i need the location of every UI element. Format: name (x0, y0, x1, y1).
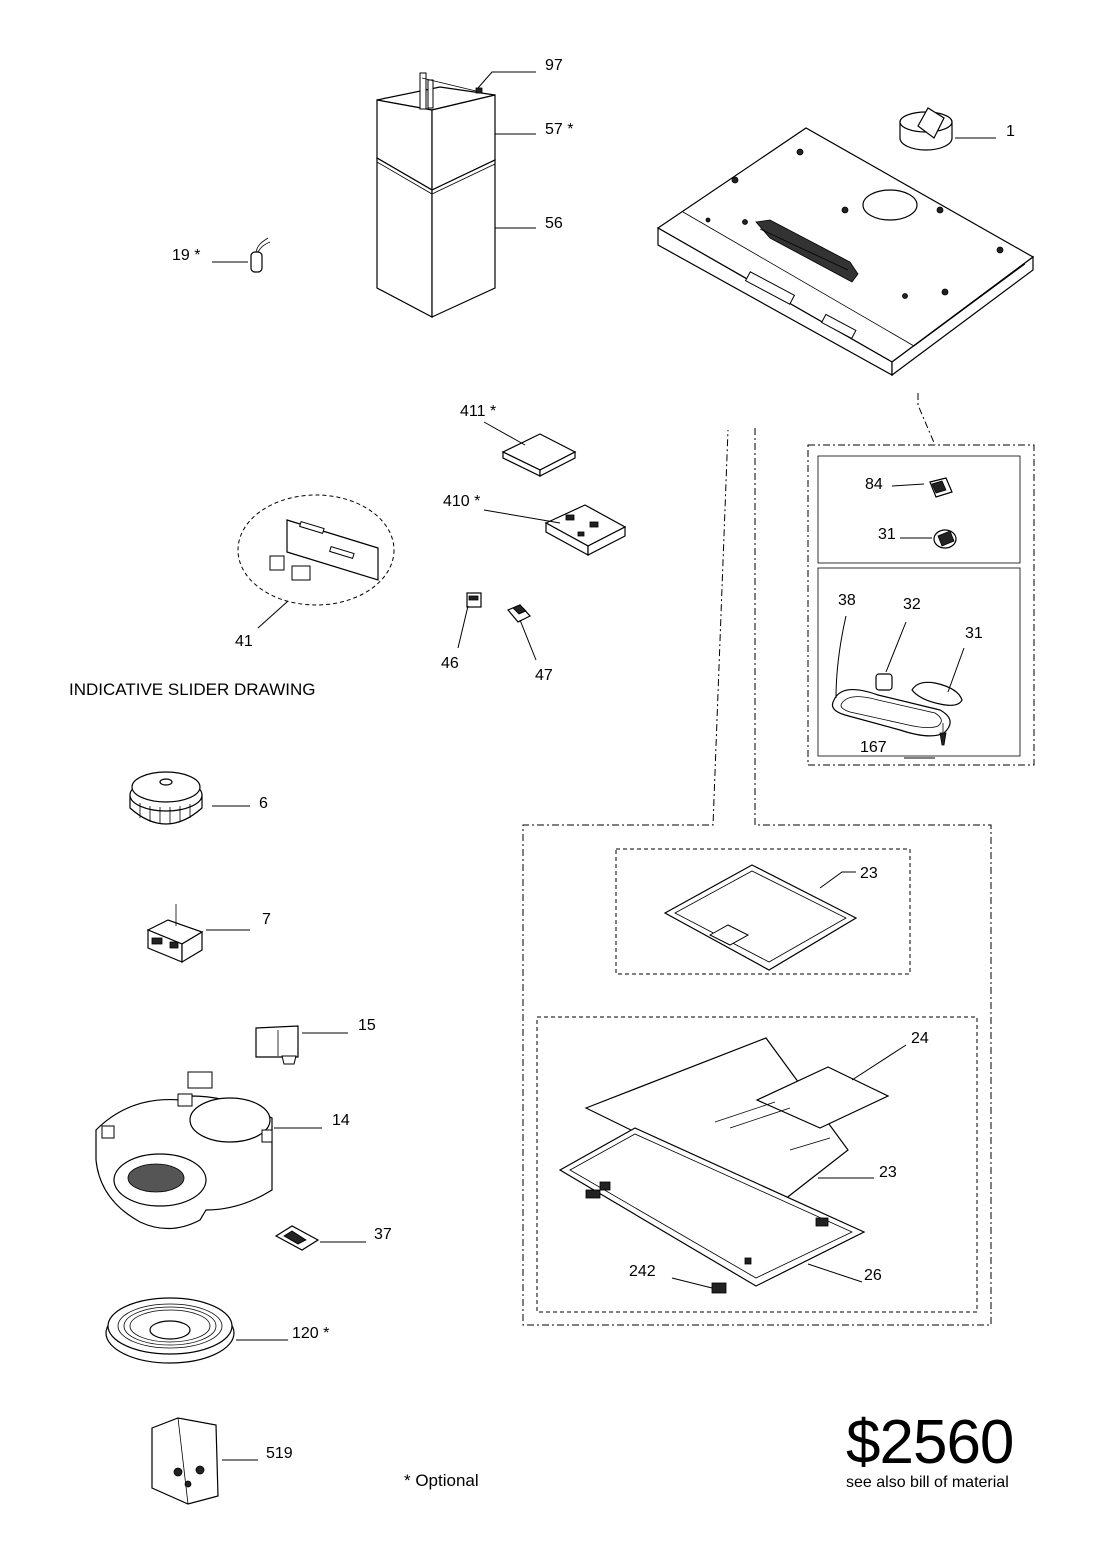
optional-note: * Optional (404, 1471, 479, 1490)
filter-connector-line (522, 428, 992, 1326)
callout-120: 120 * (292, 1325, 330, 1342)
callout-32: 32 (903, 596, 921, 613)
chimney-assembly (376, 72, 496, 318)
motor-7 (146, 904, 204, 964)
blower-housing-14 (95, 1071, 273, 1230)
callout-6: 6 (259, 795, 268, 812)
bracket-15 (255, 1025, 299, 1065)
callout-411: 411 * (460, 403, 497, 420)
callout-410: 410 * (443, 493, 481, 510)
damper-collar-1 (899, 107, 953, 151)
callout-519: 519 (266, 1445, 293, 1462)
callout-14: 14 (332, 1112, 350, 1129)
cover-plate-411 (501, 433, 577, 477)
switch-46 (466, 592, 482, 608)
callout-leader-lines (206, 71, 996, 1461)
callout-15: 15 (358, 1017, 376, 1034)
callout-56: 56 (545, 215, 563, 232)
callout-46: 46 (441, 655, 459, 672)
callout-19: 19 * (172, 247, 201, 264)
callout-97: 97 (545, 57, 563, 74)
range-hood-body (656, 127, 1035, 377)
callout-41: 41 (235, 633, 253, 650)
lighting-detail-box (807, 393, 1035, 766)
slider-drawing-caption: INDICATIVE SLIDER DRAWING (69, 680, 316, 699)
callout-1: 1 (1006, 123, 1015, 140)
price-subtext: see also bill of material (846, 1474, 1009, 1491)
capacitor-19 (250, 237, 271, 273)
callout-242: 242 (629, 1263, 656, 1280)
callout-38: 38 (838, 592, 856, 609)
control-board-410 (544, 504, 627, 557)
filter-detail-box (536, 848, 978, 1313)
callout-23-lower: 23 (879, 1164, 897, 1181)
carbon-filter-120 (105, 1297, 235, 1364)
switch-47 (507, 604, 531, 623)
callout-167: 167 (860, 739, 887, 756)
callout-84: 84 (865, 476, 883, 493)
price-amount: $2560 (846, 1408, 1014, 1477)
clip-37 (274, 1225, 320, 1251)
callout-37: 37 (374, 1226, 392, 1243)
parts-bag-519 (151, 1417, 219, 1505)
callout-7: 7 (262, 911, 271, 928)
callout-24: 24 (911, 1030, 929, 1047)
blower-wheel-6 (129, 771, 203, 825)
callout-31-upper: 31 (878, 526, 896, 543)
callout-31-lower: 31 (965, 625, 983, 642)
callout-57: 57 * (545, 121, 574, 138)
callout-47: 47 (535, 667, 553, 684)
callout-26: 26 (864, 1267, 882, 1284)
callout-23-upper: 23 (860, 865, 878, 882)
slider-drawing-41 (237, 494, 395, 606)
